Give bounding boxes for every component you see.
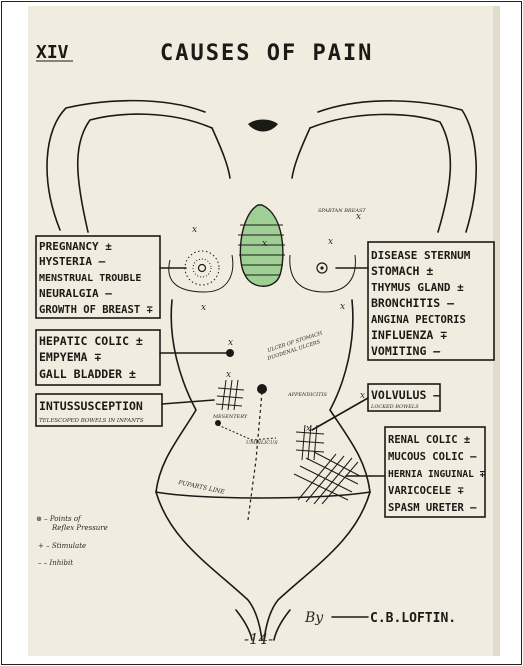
chapter-number: XIV xyxy=(36,42,69,63)
svg-text:⊗ – Points of: ⊗ – Points of xyxy=(36,515,82,523)
svg-text:x: x xyxy=(201,303,206,313)
svg-text:HEPATIC COLIC ±: HEPATIC COLIC ± xyxy=(39,334,143,348)
svg-text:BRONCHITIS –: BRONCHITIS – xyxy=(371,296,454,310)
umbilicus-label: UMBILICUS xyxy=(246,440,278,446)
svg-text:+ – Stimulate: + – Stimulate xyxy=(38,542,86,550)
svg-text:SPASM URETER –: SPASM URETER – xyxy=(388,502,477,514)
svg-text:x: x xyxy=(192,225,197,235)
svg-text:x: x xyxy=(226,370,231,380)
svg-text:x: x xyxy=(328,237,333,247)
svg-text:INTUSSUSCEPTION: INTUSSUSCEPTION xyxy=(39,399,143,413)
mesentery-label: MESENTERY xyxy=(212,414,248,420)
author-prefix: By xyxy=(304,610,324,626)
svg-text:GROWTH OF BREAST ∓: GROWTH OF BREAST ∓ xyxy=(39,304,153,316)
svg-text:ANGINA PECTORIS: ANGINA PECTORIS xyxy=(371,314,466,326)
svg-text:x: x xyxy=(340,302,345,312)
svg-text:RENAL COLIC ±: RENAL COLIC ± xyxy=(388,434,470,446)
svg-text:MUCOUS COLIC –: MUCOUS COLIC – xyxy=(388,451,477,463)
author-name: C.B.LOFTIN. xyxy=(370,611,456,626)
svg-text:LOCKED BOWELS: LOCKED BOWELS xyxy=(370,404,419,410)
svg-text:Reflex Pressure: Reflex Pressure xyxy=(51,524,108,532)
svg-text:INFLUENZA ∓: INFLUENZA ∓ xyxy=(371,328,447,342)
svg-text:– – Inhibit: – – Inhibit xyxy=(38,559,73,567)
svg-text:HERNIA INGUINAL ∓: HERNIA INGUINAL ∓ xyxy=(388,469,486,480)
svg-text:GALL BLADDER ±: GALL BLADDER ± xyxy=(39,367,136,381)
svg-text:MENSTRUAL TROUBLE: MENSTRUAL TROUBLE xyxy=(39,273,141,284)
svg-text:HYSTERIA –: HYSTERIA – xyxy=(39,255,106,268)
svg-text:x: x xyxy=(262,239,267,249)
appendix-label: APPENDICITIS xyxy=(287,392,327,398)
svg-text:VARICOCELE ∓: VARICOCELE ∓ xyxy=(388,485,464,497)
page-number: -14- xyxy=(244,630,273,648)
svg-text:VOMITING –: VOMITING – xyxy=(371,344,440,358)
svg-text:THYMUS GLAND ±: THYMUS GLAND ± xyxy=(371,281,464,294)
svg-text:NEURALGIA –: NEURALGIA – xyxy=(39,287,112,300)
svg-text:STOMACH ±: STOMACH ± xyxy=(371,264,433,278)
svg-text:DISEASE STERNUM: DISEASE STERNUM xyxy=(371,249,471,262)
page-title: CAUSES OF PAIN xyxy=(160,41,373,66)
svg-text:x: x xyxy=(356,212,361,222)
svg-text:VOLVULUS –: VOLVULUS – xyxy=(371,388,440,402)
svg-text:PREGNANCY ±: PREGNANCY ± xyxy=(39,240,112,253)
svg-text:x: x xyxy=(228,338,233,348)
svg-text:TELESCOPED BOWELS IN INFANTS: TELESCOPED BOWELS IN INFANTS xyxy=(39,418,144,424)
svg-text:EMPYEMA ∓: EMPYEMA ∓ xyxy=(39,350,101,364)
